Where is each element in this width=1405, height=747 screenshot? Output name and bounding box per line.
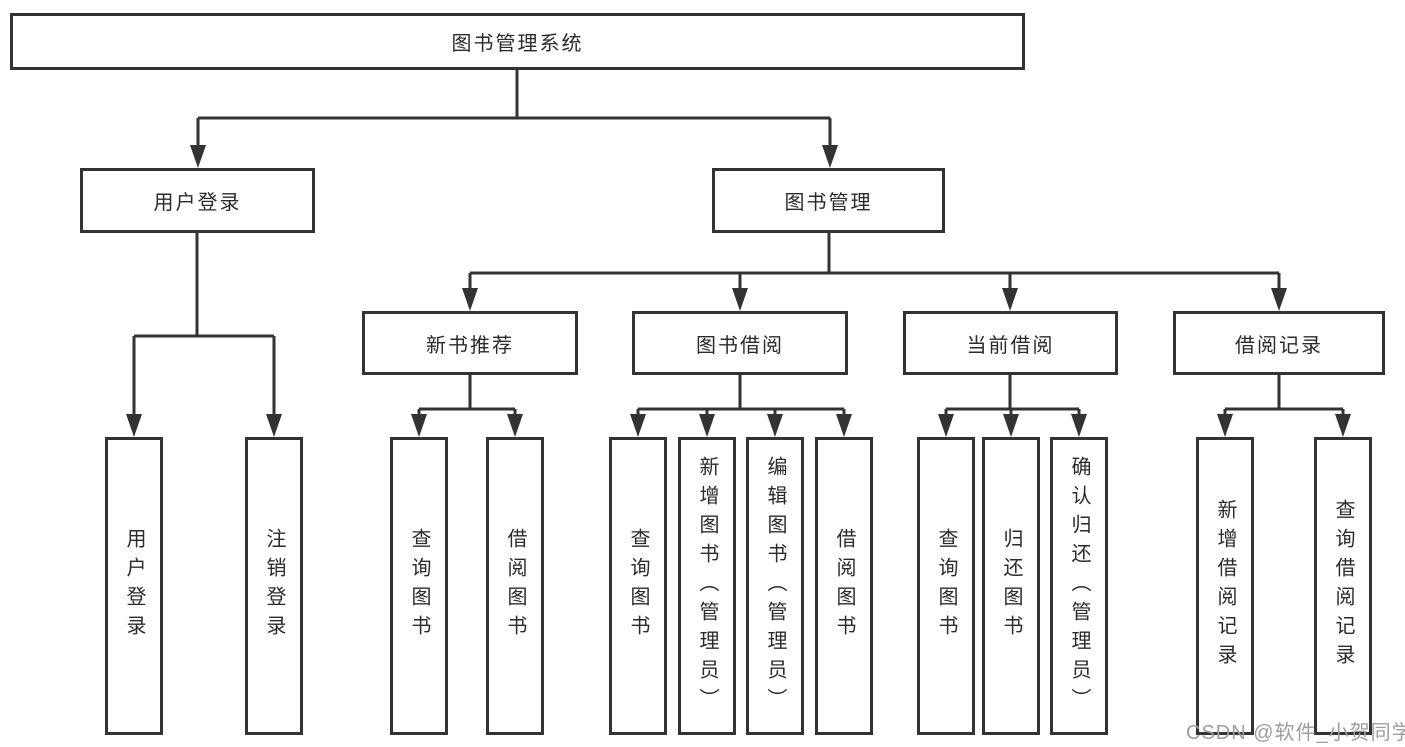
node-book-borrowing: 图书借阅: [632, 311, 848, 375]
leaf-user-login: 用户登录: [105, 437, 163, 735]
arrowhead-icons: [126, 145, 1351, 437]
leaf-label: 查询图书: [627, 528, 649, 644]
leaf-confirm-return-admin: 确认归还（管理员）: [1050, 437, 1108, 735]
node-user-login: 用户登录: [80, 168, 315, 233]
leaf-recommend-query-books: 查询图书: [390, 437, 448, 735]
node-current-borrowing: 当前借阅: [903, 311, 1118, 375]
leaf-label: 新增图书（管理员）: [696, 455, 718, 717]
leaf-logout: 注销登录: [245, 437, 303, 735]
leaf-label: 借阅图书: [833, 528, 855, 644]
node-root: 图书管理系统: [10, 13, 1025, 70]
leaf-add-books-admin: 新增图书（管理员）: [678, 437, 736, 735]
tree-edges: [132, 70, 1345, 433]
leaf-add-borrow-record: 新增借阅记录: [1196, 437, 1254, 735]
csdn-watermark: CSDN @软件_小贺同学: [1186, 722, 1405, 744]
leaf-label: 借阅图书: [504, 528, 526, 644]
leaf-query-borrow-record: 查询借阅记录: [1314, 437, 1372, 735]
leaf-label: 查询借阅记录: [1332, 499, 1354, 673]
node-new-book-recommend: 新书推荐: [362, 311, 578, 375]
leaf-label: 确认归还（管理员）: [1068, 455, 1090, 717]
leaf-borrowing-borrow-books: 借阅图书: [815, 437, 873, 735]
leaf-label: 归还图书: [1000, 528, 1022, 644]
leaf-return-books: 归还图书: [982, 437, 1040, 735]
leaf-label: 用户登录: [123, 528, 145, 644]
leaf-edit-books-admin: 编辑图书（管理员）: [746, 437, 804, 735]
leaf-borrowing-query-books: 查询图书: [609, 437, 667, 735]
leaf-recommend-borrow-books: 借阅图书: [486, 437, 544, 735]
node-borrowing-records: 借阅记录: [1173, 311, 1385, 375]
leaf-label: 查询图书: [935, 528, 957, 644]
leaf-label: 编辑图书（管理员）: [764, 455, 786, 717]
leaf-label: 查询图书: [408, 528, 430, 644]
leaf-label: 新增借阅记录: [1214, 499, 1236, 673]
leaf-current-query-books: 查询图书: [917, 437, 975, 735]
node-book-management: 图书管理: [712, 168, 945, 233]
leaf-label: 注销登录: [263, 528, 285, 644]
